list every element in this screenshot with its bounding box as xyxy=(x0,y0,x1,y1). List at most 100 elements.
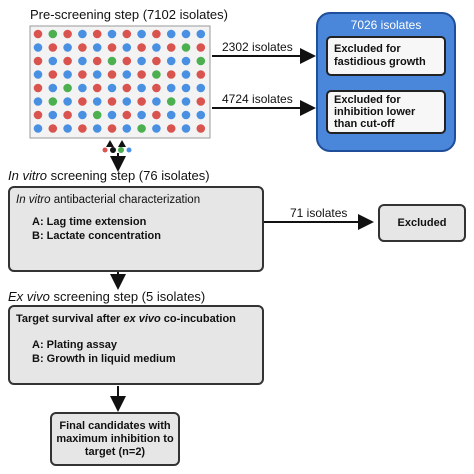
arrow-label-2302: 2302 isolates xyxy=(222,40,293,54)
blue-dot xyxy=(126,147,132,153)
well xyxy=(33,43,43,52)
well xyxy=(48,29,58,39)
well xyxy=(196,124,206,133)
well xyxy=(33,97,43,106)
well xyxy=(137,97,146,106)
well xyxy=(166,83,176,93)
well xyxy=(196,70,206,79)
well xyxy=(63,56,72,66)
red-dot xyxy=(102,147,108,153)
invitro-box-title-rest: antibacterial characterization xyxy=(50,194,201,206)
excluded-inhibition-box: Excluded for inhibition lower than cut-o… xyxy=(326,90,446,134)
well xyxy=(33,124,43,133)
well xyxy=(122,29,132,39)
well xyxy=(92,110,102,120)
well xyxy=(137,29,146,39)
well xyxy=(152,97,161,106)
well xyxy=(107,70,117,79)
well xyxy=(181,43,191,52)
well xyxy=(92,29,102,39)
well xyxy=(107,97,117,106)
well xyxy=(92,56,102,66)
well xyxy=(78,70,87,79)
well xyxy=(122,83,132,93)
green-dot xyxy=(118,147,124,153)
well xyxy=(137,124,146,133)
well xyxy=(137,83,146,93)
well-grid xyxy=(33,29,206,133)
well xyxy=(78,56,87,66)
well xyxy=(152,124,161,133)
well xyxy=(166,70,176,79)
well xyxy=(137,56,146,66)
well xyxy=(152,56,161,66)
well xyxy=(152,70,161,79)
arrow-label-71: 71 isolates xyxy=(290,206,348,220)
excluded-fastidious-box: Excluded for fastidious growth xyxy=(326,36,446,76)
exvivo-item-a: A: Plating assay xyxy=(32,339,117,351)
well xyxy=(92,70,102,79)
well xyxy=(48,83,58,93)
invitro-title-rest: screening step (76 isolates) xyxy=(47,168,210,183)
well xyxy=(33,70,43,79)
well xyxy=(92,83,102,93)
well xyxy=(166,97,176,106)
well xyxy=(33,83,43,93)
well xyxy=(166,110,176,120)
well xyxy=(196,97,206,106)
well xyxy=(63,29,72,39)
well xyxy=(137,70,146,79)
invitro-item-a: A: Lag time extension xyxy=(32,216,147,228)
well xyxy=(181,97,191,106)
well xyxy=(166,124,176,133)
well xyxy=(48,43,58,52)
well xyxy=(196,110,206,120)
excluded-group-box: 7026 isolates Excluded for fastidious gr… xyxy=(316,12,456,152)
well xyxy=(166,29,176,39)
well xyxy=(166,56,176,66)
well xyxy=(92,97,102,106)
invitro-step-title: In vitro screening step (76 isolates) xyxy=(8,168,210,183)
well xyxy=(181,83,191,93)
well xyxy=(92,124,102,133)
exvivo-title-italic: Ex vivo xyxy=(8,289,50,304)
triangle-symbol xyxy=(118,140,126,147)
well xyxy=(181,110,191,120)
well xyxy=(107,29,117,39)
well xyxy=(122,124,132,133)
well xyxy=(152,83,161,93)
exvivo-box-title-pre: Target survival after xyxy=(16,313,124,325)
well xyxy=(78,83,87,93)
well xyxy=(107,110,117,120)
invitro-box: In vitro antibacterial characterization … xyxy=(8,186,264,272)
excluded-box: Excluded xyxy=(378,204,466,242)
invitro-item-b: B: Lactate concentration xyxy=(32,230,161,242)
well xyxy=(181,56,191,66)
well xyxy=(78,110,87,120)
well xyxy=(196,83,206,93)
well xyxy=(196,56,206,66)
well xyxy=(181,70,191,79)
invitro-title-italic: In vitro xyxy=(8,168,48,183)
black-dot xyxy=(110,147,116,153)
well xyxy=(107,43,117,52)
exvivo-box-title-italic: ex vivo xyxy=(123,313,161,325)
arrow-label-4724: 4724 isolates xyxy=(222,92,293,106)
well xyxy=(196,29,206,39)
well xyxy=(48,70,58,79)
well xyxy=(33,110,43,120)
prescreen-title: Pre-screening step (7102 isolates) xyxy=(30,7,228,22)
well xyxy=(48,97,58,106)
well xyxy=(78,97,87,106)
well xyxy=(63,124,72,133)
well xyxy=(48,56,58,66)
well xyxy=(92,43,102,52)
well xyxy=(152,43,161,52)
final-candidates-box: Final candidates with maximum inhibition… xyxy=(50,412,180,466)
well xyxy=(137,110,146,120)
well xyxy=(78,29,87,39)
well xyxy=(181,29,191,39)
well xyxy=(107,124,117,133)
invitro-box-title-italic: In vitro xyxy=(16,194,51,206)
well xyxy=(33,29,43,39)
